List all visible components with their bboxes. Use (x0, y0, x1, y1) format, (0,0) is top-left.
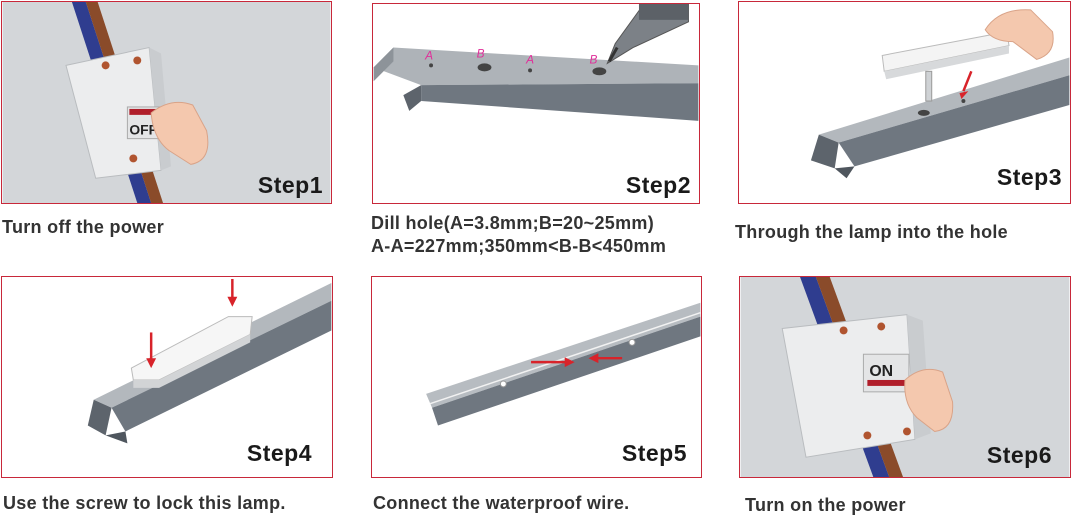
mark-b1: B (477, 46, 485, 60)
step6-panel: ON Step6 (739, 276, 1071, 478)
step2-label: Step2 (625, 172, 691, 198)
step5-illustration (372, 277, 701, 477)
step2-caption-line1: Dill hole(A=3.8mm;B=20~25mm) (371, 213, 655, 233)
step4-caption: Use the screw to lock this lamp. (3, 493, 286, 513)
step5-caption: Connect the waterproof wire. (373, 493, 630, 513)
step4-label: Step4 (246, 440, 312, 466)
mark-b2: B (589, 52, 597, 66)
mark-a2: A (525, 52, 534, 66)
step4-panel: Step4 (1, 276, 333, 478)
step6-illustration: ON (740, 277, 1070, 477)
step3-label: Step3 (996, 164, 1062, 190)
step1-label: Step1 (257, 172, 323, 198)
step2-illustration: A B A B (373, 4, 699, 203)
mark-a1: A (424, 48, 433, 62)
step3-caption: Through the lamp into the hole (735, 222, 1008, 242)
step6-label: Step6 (986, 442, 1052, 468)
step2-caption-line2: A-A=227mm;350mm<B-B<450mm (371, 236, 667, 256)
step4-illustration (2, 277, 332, 477)
step5-panel: Step5 (371, 276, 702, 478)
step2-panel: A B A B Step2 (372, 3, 700, 204)
switch-off-text: OFF (129, 122, 157, 138)
step1-illustration: OFF (2, 2, 331, 203)
step3-illustration (739, 2, 1070, 203)
step1-caption: Turn off the power (2, 217, 165, 237)
switch-on-text: ON (869, 363, 893, 380)
step3-panel: Step3 (738, 1, 1071, 204)
step6-caption: Turn on the power (745, 495, 906, 515)
step5-label: Step5 (621, 440, 687, 466)
step1-panel: OFF Step1 (1, 1, 332, 204)
